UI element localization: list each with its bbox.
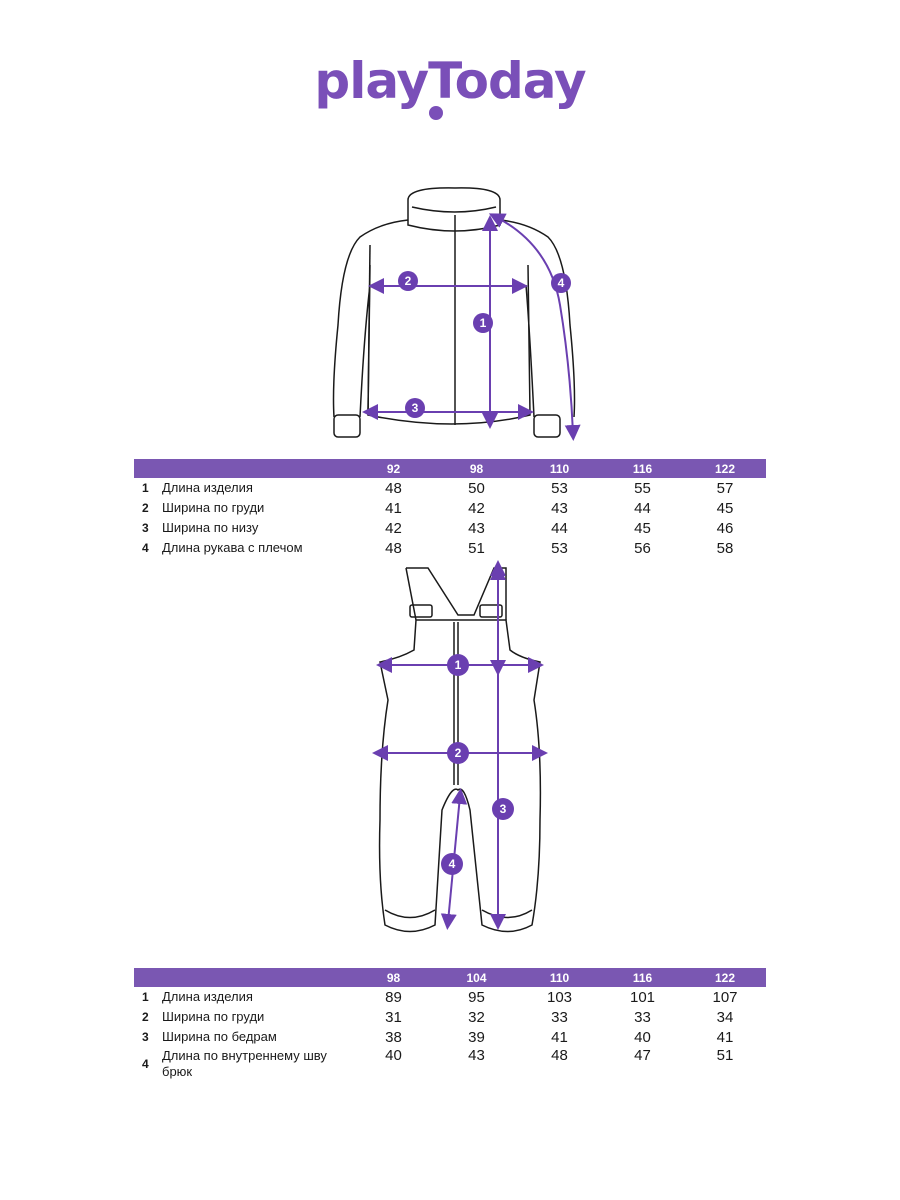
table-cell: 43	[468, 1047, 485, 1064]
overalls-marker-4: 4	[449, 857, 456, 871]
table-cell: 44	[551, 519, 568, 537]
table-cell: 101	[629, 988, 656, 1006]
row-label: Длина по внутреннему шву брюк	[162, 1048, 327, 1079]
jacket-marker-3: 3	[412, 401, 419, 415]
table-cell: 42	[468, 499, 485, 517]
table-cell: 32	[468, 1008, 485, 1026]
jacket-marker-1: 1	[480, 316, 487, 330]
jacket-marker-4: 4	[558, 276, 565, 290]
table-cell: 43	[551, 499, 568, 517]
table-cell: 89	[385, 988, 402, 1006]
table-cell: 46	[716, 519, 734, 537]
table-row: 2 Ширина по груди 41 42 43 44 45	[134, 498, 766, 518]
row-label: Длина рукава с плечом	[162, 540, 303, 555]
size-header: 110	[518, 968, 601, 987]
table-cell: 33	[634, 1008, 651, 1026]
table-cell: 33	[551, 1008, 568, 1026]
table-cell: 95	[468, 988, 485, 1006]
brand-logo: playToday	[314, 52, 586, 110]
table-cell: 40	[634, 1028, 651, 1046]
table-cell: 53	[551, 479, 568, 497]
table-cell: 45	[716, 499, 734, 517]
table-cell: 38	[385, 1028, 402, 1046]
table-cell: 103	[546, 988, 573, 1006]
jacket-marker-2: 2	[405, 274, 412, 288]
size-header: 122	[684, 459, 766, 478]
table-row: 1 Длина изделия 48 50 53 55 57	[134, 478, 766, 498]
size-header: 92	[352, 459, 435, 478]
size-header: 98	[435, 459, 518, 478]
jacket-size-table: 92 98 110 116 122 1 Длина изделия 48 50 …	[134, 459, 766, 558]
jacket-markers: 1 2 3 4	[398, 271, 571, 418]
row-label: Ширина по низу	[162, 520, 259, 535]
table-cell: 41	[716, 1028, 734, 1046]
row-label: Длина изделия	[162, 989, 253, 1004]
table-cell: 107	[712, 988, 738, 1006]
table-cell: 48	[385, 479, 402, 497]
table-cell: 48	[385, 539, 402, 557]
overalls-marker-2: 2	[455, 746, 462, 760]
row-label: Длина изделия	[162, 480, 253, 495]
overalls-marker-3: 3	[500, 802, 507, 816]
table-row: 2 Ширина по груди 31 32 33 33 34	[134, 1007, 766, 1027]
logo-dot	[429, 106, 443, 120]
table-row: 4 Длина по внутреннему шву брюк 40 43 48…	[134, 1047, 766, 1081]
row-number: 1	[142, 481, 149, 495]
table-cell: 45	[634, 519, 651, 537]
table-cell: 50	[468, 479, 485, 497]
table-cell: 53	[551, 539, 568, 557]
size-header: 98	[352, 968, 435, 987]
table-cell: 44	[634, 499, 651, 517]
overalls-marker-1: 1	[455, 658, 462, 672]
table-cell: 43	[468, 519, 485, 537]
table-cell: 57	[716, 479, 734, 497]
table-cell: 51	[716, 1047, 734, 1064]
table-cell: 55	[634, 479, 651, 497]
size-header: 116	[601, 968, 684, 987]
size-header: 104	[435, 968, 518, 987]
table-cell: 56	[634, 539, 651, 557]
size-header: 122	[684, 968, 766, 987]
jacket-outline	[332, 187, 576, 438]
row-number: 4	[142, 541, 149, 555]
table-cell: 41	[551, 1028, 568, 1046]
overalls-diagram: 1 2 3 4	[372, 560, 548, 933]
table-cell: 31	[385, 1008, 402, 1026]
jacket-table-header: 92 98 110 116 122	[134, 459, 766, 478]
table-row: 3 Ширина по бедрам 38 39 41 40 41	[134, 1027, 766, 1047]
overalls-size-table: 98 104 110 116 122 1 Длина изделия 89 95…	[134, 968, 766, 1081]
size-header: 116	[601, 459, 684, 478]
row-label: Ширина по бедрам	[162, 1029, 277, 1044]
row-number: 3	[142, 521, 149, 535]
overalls-markers: 1 2 3 4	[441, 654, 514, 875]
row-label: Ширина по груди	[162, 500, 265, 515]
table-cell: 51	[468, 539, 485, 557]
table-cell: 48	[551, 1047, 568, 1064]
table-row: 1 Длина изделия 89 95 103 101 107	[134, 987, 766, 1007]
row-number: 2	[142, 501, 149, 515]
row-number: 3	[142, 1030, 149, 1044]
table-row: 3 Ширина по низу 42 43 44 45 46	[134, 518, 766, 538]
row-label: Ширина по груди	[162, 1009, 265, 1024]
table-cell: 58	[716, 539, 734, 557]
row-number: 1	[142, 990, 149, 1004]
table-cell: 42	[385, 519, 402, 537]
overalls-table-header: 98 104 110 116 122	[134, 968, 766, 987]
row-number: 2	[142, 1010, 149, 1024]
table-cell: 47	[634, 1047, 651, 1064]
jacket-diagram: 1 2 3 4	[332, 187, 581, 441]
size-header: 110	[518, 459, 601, 478]
table-row: 4 Длина рукава с плечом 48 51 53 56 58	[134, 538, 766, 558]
table-cell: 39	[468, 1028, 485, 1046]
table-cell: 41	[385, 499, 402, 517]
table-cell: 40	[385, 1047, 402, 1064]
row-number: 4	[142, 1057, 149, 1071]
table-cell: 34	[716, 1008, 734, 1026]
